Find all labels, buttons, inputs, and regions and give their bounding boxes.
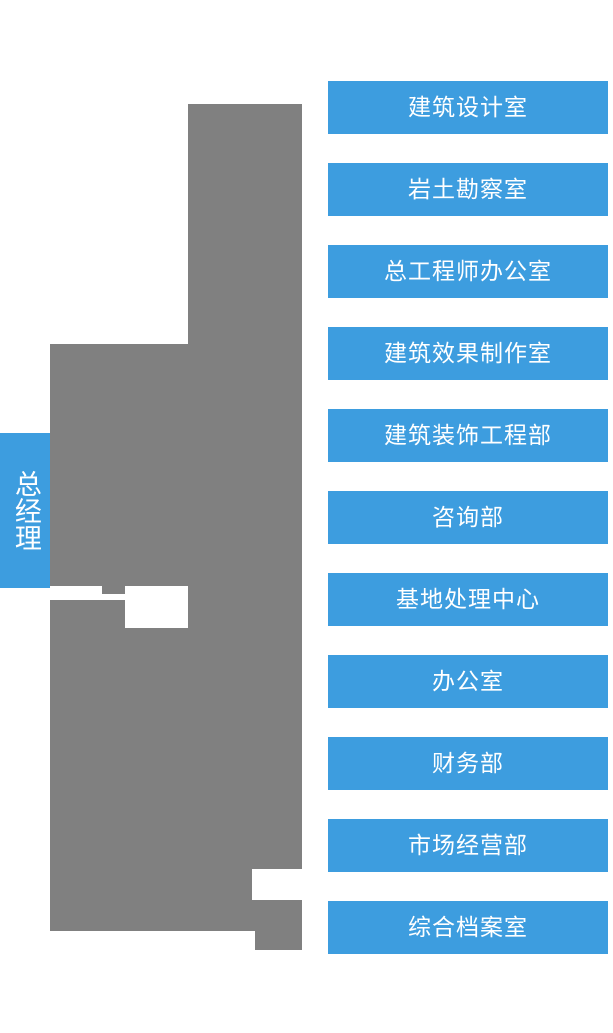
node-department-label: 综合档案室: [408, 914, 528, 940]
connector-notch-root-upper: [50, 586, 102, 594]
connector-bottom-tail: [255, 900, 302, 950]
connector-lower-arm: [50, 600, 188, 931]
connector-notch-root-lower: [125, 586, 188, 628]
node-root-general-manager[interactable]: 总经理: [0, 433, 50, 588]
connector-vertical-spine: [188, 104, 302, 931]
node-department-label: 总工程师办公室: [384, 258, 552, 284]
node-department-label: 办公室: [432, 668, 504, 694]
node-department-11[interactable]: 综合档案室: [328, 901, 608, 954]
node-department-1[interactable]: 建筑设计室: [328, 81, 608, 134]
node-department-label: 市场经营部: [408, 832, 528, 858]
department-node-list: 建筑设计室 岩土勘察室 总工程师办公室 建筑效果制作室 建筑装饰工程部 咨询部 …: [328, 81, 608, 983]
node-department-2[interactable]: 岩土勘察室: [328, 163, 608, 216]
node-department-label: 建筑设计室: [408, 94, 528, 120]
node-root-label: 总经理: [10, 470, 41, 551]
node-department-8[interactable]: 办公室: [328, 655, 608, 708]
node-department-3[interactable]: 总工程师办公室: [328, 245, 608, 298]
connector-upper-arm: [50, 344, 188, 594]
node-department-label: 财务部: [432, 750, 504, 776]
node-department-label: 岩土勘察室: [408, 176, 528, 202]
node-department-5[interactable]: 建筑装饰工程部: [328, 409, 608, 462]
node-department-label: 咨询部: [432, 504, 504, 530]
node-department-10[interactable]: 市场经营部: [328, 819, 608, 872]
node-department-6[interactable]: 咨询部: [328, 491, 608, 544]
node-department-label: 建筑装饰工程部: [384, 422, 552, 448]
node-department-label: 基地处理中心: [396, 586, 540, 612]
node-department-4[interactable]: 建筑效果制作室: [328, 327, 608, 380]
connector-notch-bottom: [252, 869, 302, 900]
node-department-7[interactable]: 基地处理中心: [328, 573, 608, 626]
node-department-9[interactable]: 财务部: [328, 737, 608, 790]
node-department-label: 建筑效果制作室: [384, 340, 552, 366]
